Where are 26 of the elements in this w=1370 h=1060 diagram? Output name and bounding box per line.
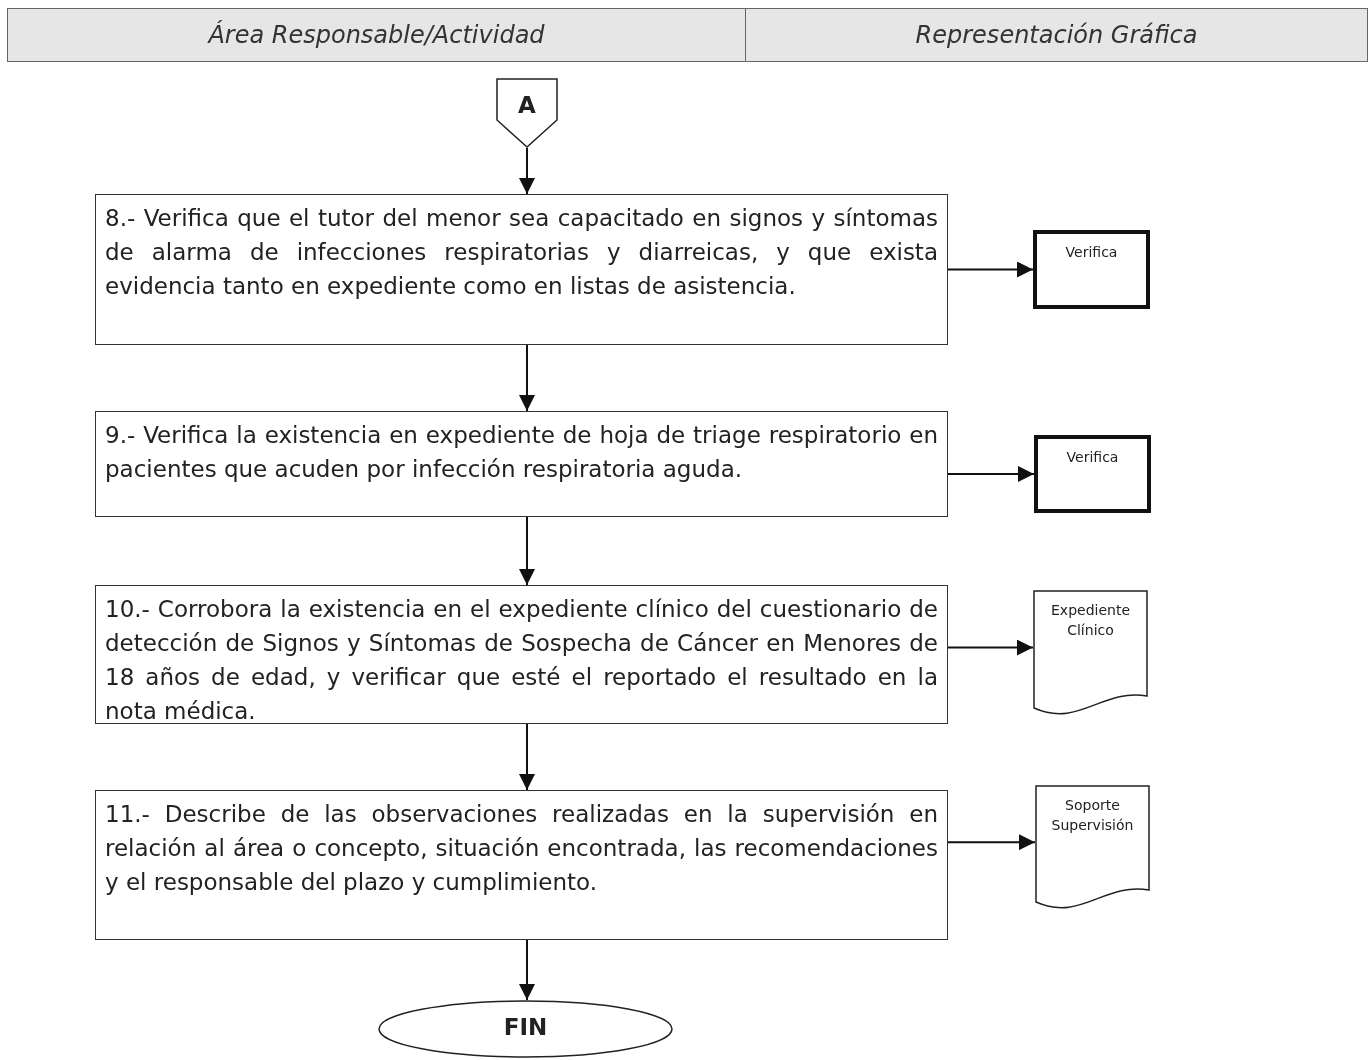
arrow — [519, 344, 535, 412]
arrow — [519, 939, 535, 1001]
process-box — [95, 790, 948, 940]
shape-label: Verifica — [1065, 448, 1120, 467]
process-box — [95, 194, 948, 345]
step-text: 11.- Describe de las observaciones realizadas en la supervisión en relación al área o concepto, situación encontrada, las recomendaciones y el responsable del plazo y cumplimiento. — [105, 800, 938, 897]
arrow — [947, 466, 1035, 482]
arrow — [947, 639, 1034, 656]
terminal-label: FIN — [502, 1014, 549, 1040]
step-text: 10.- Corrobora la existencia en el expediente clínico del cuestionario de detección de Signos y Síntomas de Sospecha de Cáncer en Menores de 18 años de edad, y verificar que esté el reportado el resultado en la nota médica. — [105, 595, 938, 726]
arrow — [519, 516, 535, 586]
shape-label: Verifica — [1064, 243, 1119, 262]
shape-label: Soporte Supervisión — [1050, 796, 1135, 835]
arrow — [519, 147, 535, 195]
shape-label: Expediente Clínico — [1050, 601, 1131, 640]
table-header-cell: Representación Gráfica — [745, 8, 1368, 62]
step-text: 8.- Verifica que el tutor del menor sea capacitado en signos y síntomas de alarma de infecciones respiratorias y diarreicas, y que exista evidencia tanto en expediente como en listas de asistencia. — [105, 204, 938, 301]
step-text: 9.- Verifica la existencia en expediente de hoja de triage respiratorio en pacientes que acuden por infección respiratoria aguda. — [105, 421, 938, 484]
table-header-cell: Área Responsable/Actividad — [7, 8, 746, 62]
arrow — [519, 723, 535, 791]
process-box — [95, 411, 948, 517]
arrow — [947, 261, 1034, 278]
arrow — [947, 834, 1036, 851]
output-box — [1033, 230, 1150, 309]
connector-label: A — [517, 92, 537, 118]
output-box — [1034, 435, 1151, 513]
